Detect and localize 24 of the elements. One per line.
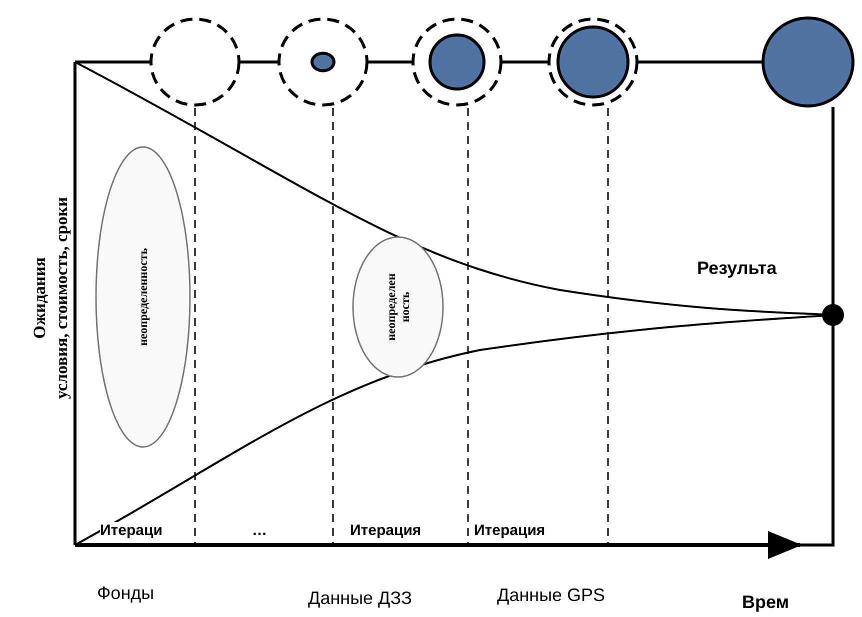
axis-title: Ожидания <box>30 257 50 339</box>
connector-line <box>637 60 763 64</box>
stage-label: Итерация <box>474 522 546 539</box>
data-source-label: Данные ДЗЗ <box>308 588 412 609</box>
dashed-circle <box>411 17 503 107</box>
connector-line <box>501 60 549 64</box>
dashed-circle <box>547 17 639 107</box>
dashed-circle <box>149 17 241 107</box>
stage-label: Итерация <box>350 522 422 539</box>
filled-circle <box>761 16 855 108</box>
data-source-label: Данные GPS <box>497 585 606 606</box>
dashed-circle <box>277 17 369 107</box>
ellipse-node <box>94 145 192 449</box>
result-label: Результа <box>697 258 777 279</box>
stage-label: Итераци <box>100 522 162 539</box>
ellipse-label: неопределенность <box>136 248 150 346</box>
stage-label: … <box>252 522 267 539</box>
ellipse-label: неопределен ность <box>384 272 412 343</box>
axis-title: Врем <box>742 592 790 613</box>
ellipse-node <box>351 235 445 379</box>
connector-line <box>239 60 279 64</box>
axis-subtitle: условия, стоимость, сроки <box>52 196 72 400</box>
connector-line <box>367 60 413 64</box>
data-source-label: Фонды <box>97 583 154 604</box>
